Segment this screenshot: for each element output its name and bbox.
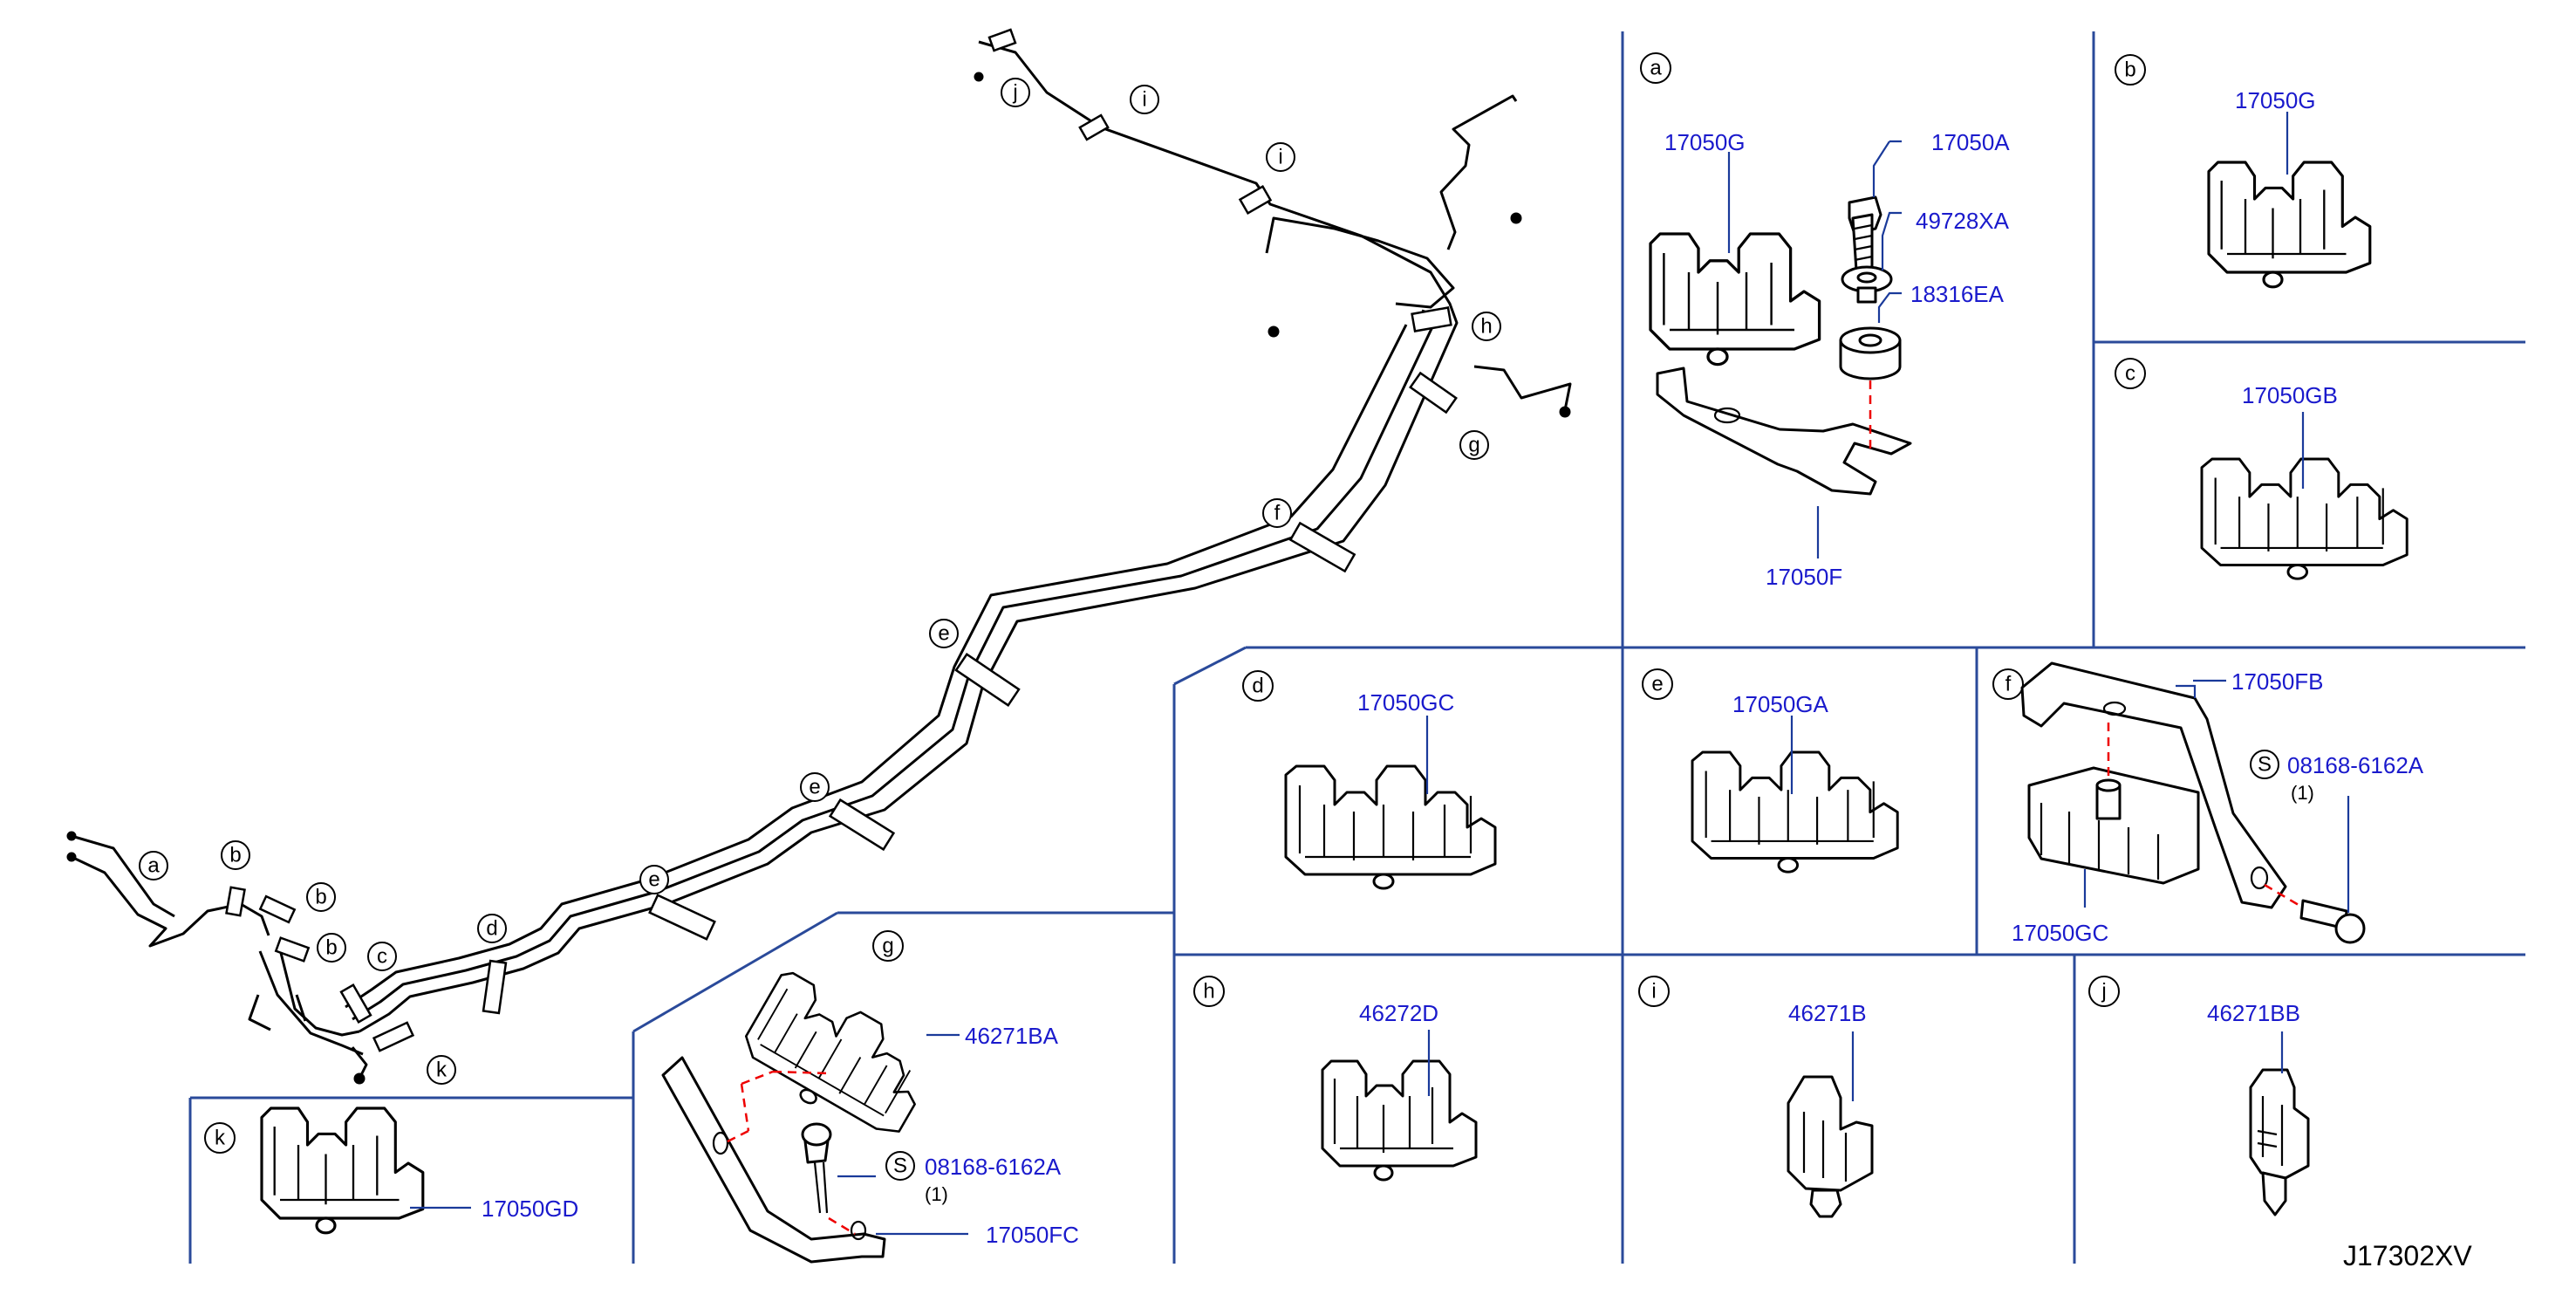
panel-e: e 17050GA (1642, 668, 1899, 874)
callout-d: d (486, 917, 497, 941)
svg-text:j: j (2101, 980, 2106, 1004)
callout-f: f (1274, 502, 1281, 525)
callout-e: e (938, 622, 949, 646)
part-17050GA: 17050GA (1732, 691, 1829, 717)
panel-g: g 46271BA S 08168-6162A (1) 17050FC (661, 930, 1079, 1264)
panel-c: c 17050GB (2115, 358, 2409, 580)
callout-e: e (648, 868, 659, 892)
callout-b: b (325, 936, 337, 960)
panel-h: h 46272D (1193, 976, 1478, 1182)
panel-a: a 17050G 17050A 49728XA 18316EA 17050F (1640, 52, 2010, 590)
svg-text:g: g (882, 935, 893, 958)
callout-a: a (147, 854, 160, 878)
part-17050GB: 17050GB (2242, 382, 2338, 408)
callout-i: i (1278, 146, 1282, 169)
svg-text:e: e (1651, 673, 1663, 696)
part-18316EA: 18316EA (1910, 281, 2005, 307)
panel-d: d 17050GC (1242, 670, 1497, 890)
quantity: (1) (925, 1183, 948, 1205)
part-17050FC: 17050FC (986, 1222, 1079, 1248)
part-17050FB: 17050FB (2231, 668, 2324, 695)
svg-text:d: d (1252, 675, 1263, 698)
callout-g: g (1468, 434, 1479, 457)
part-46271BB: 46271BB (2207, 1000, 2300, 1026)
panel-f: f 17050FB S 08168-6162A (1) 17050GC (1992, 661, 2424, 946)
part-08168-6162A: 08168-6162A (925, 1154, 1062, 1180)
panel-j: j 46271BB (2088, 976, 2310, 1216)
diagram-reference-id: J17302XV (2343, 1240, 2472, 1271)
callout-j: j (1012, 81, 1017, 105)
part-17050GC: 17050GC (1357, 689, 1454, 716)
svg-text:i: i (1651, 980, 1656, 1004)
callout-e: e (809, 776, 820, 799)
panel-separators (188, 31, 2525, 1264)
part-17050F: 17050F (1766, 564, 1842, 590)
callout-c: c (377, 945, 387, 969)
svg-text:b: b (2124, 58, 2135, 82)
svg-text:k: k (215, 1127, 226, 1150)
s-mark: S (2258, 753, 2272, 777)
pipe-clip-markers (225, 28, 1458, 1052)
svg-text:a: a (1650, 57, 1662, 80)
panel-k: k 17050GD (204, 1107, 578, 1235)
panel-b: b 17050G (2115, 54, 2372, 289)
s-mark: S (893, 1155, 907, 1178)
callout-b: b (229, 844, 241, 867)
svg-text:h: h (1203, 980, 1214, 1004)
part-49728XA: 49728XA (1916, 208, 2010, 234)
part-17050GD: 17050GD (482, 1196, 578, 1222)
main-callouts: a b b b c d e e e f g h i i j k (139, 78, 1501, 1085)
part-17050GC: 17050GC (2012, 920, 2108, 946)
callout-i: i (1142, 88, 1146, 112)
quantity: (1) (2291, 782, 2314, 804)
part-46271B: 46271B (1788, 1000, 1867, 1026)
panel-i: i 46271B (1638, 976, 1874, 1218)
callout-k: k (436, 1059, 448, 1082)
part-46272D: 46272D (1359, 1000, 1438, 1026)
part-17050G: 17050G (1664, 129, 1746, 155)
callout-b: b (315, 886, 326, 909)
callout-h: h (1480, 315, 1492, 339)
part-08168-6162A: 08168-6162A (2287, 752, 2424, 778)
part-46271BA: 46271BA (965, 1023, 1059, 1049)
brake-pipe-routing (66, 40, 1572, 1085)
svg-text:f: f (2005, 673, 2012, 696)
svg-text:c: c (2125, 362, 2135, 386)
part-17050A: 17050A (1931, 129, 2010, 155)
part-17050G: 17050G (2235, 87, 2316, 113)
